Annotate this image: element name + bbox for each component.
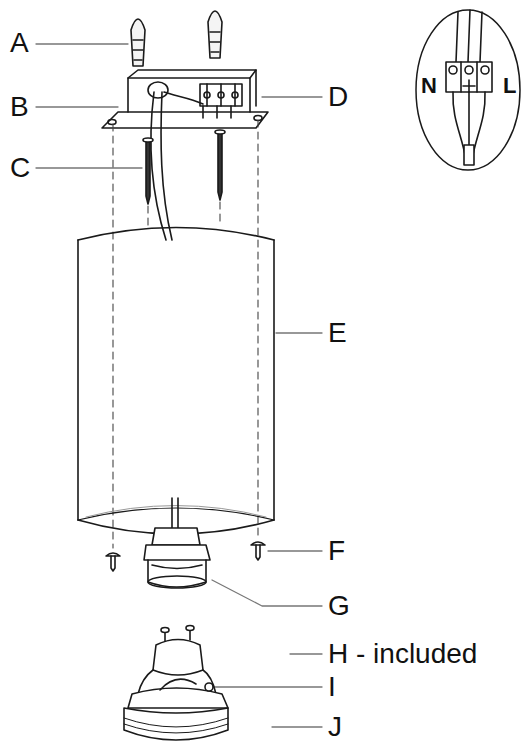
part-label: L: [502, 74, 517, 98]
small-screws: [106, 542, 265, 571]
part-label: I: [328, 672, 336, 702]
wall-plugs: [131, 11, 222, 66]
part-label: D: [328, 82, 348, 112]
part-label: N: [420, 74, 438, 98]
retaining-ring: [124, 679, 228, 740]
part-label: G: [328, 591, 350, 621]
gu10-bulb: [138, 626, 216, 695]
part-label: B: [10, 92, 29, 122]
lamp-socket: [144, 498, 210, 588]
part-label: A: [10, 28, 29, 58]
part-label: J: [328, 712, 342, 742]
wiring-inset: [416, 10, 520, 170]
terminal-block: [200, 84, 242, 118]
part-label: F: [328, 536, 345, 566]
leader-lines: [36, 44, 322, 727]
part-label: E: [328, 318, 347, 348]
mounting-bracket: [102, 70, 268, 128]
part-label: C: [10, 153, 30, 183]
cable: [148, 82, 203, 240]
screws: [143, 130, 225, 204]
part-label: H - included: [328, 639, 477, 669]
cylinder-body: [78, 228, 274, 535]
guide-lines: [113, 120, 258, 548]
